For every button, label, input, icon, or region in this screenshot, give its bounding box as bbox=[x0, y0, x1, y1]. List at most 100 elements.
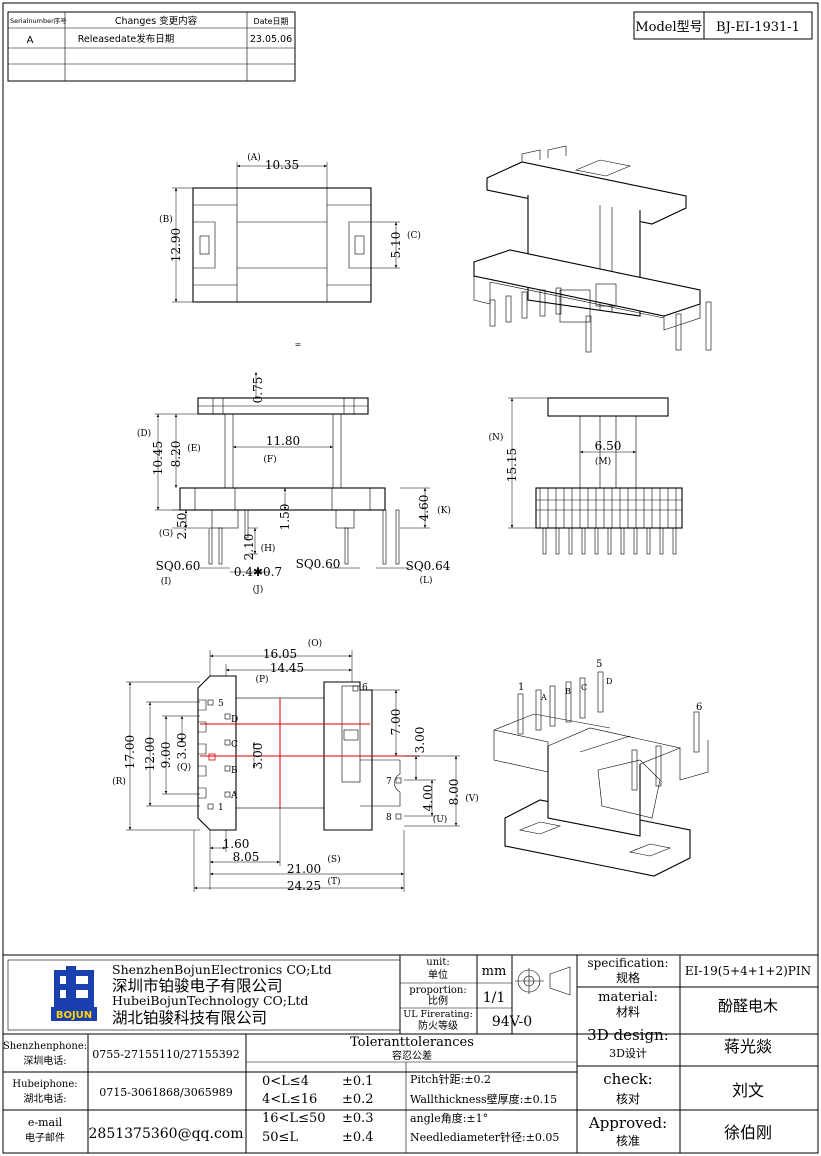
tolerance-range: 16<L≤50 bbox=[262, 1111, 326, 1126]
unit-label: unit: bbox=[426, 957, 449, 968]
company-cn-1: 深圳市铂骏电子有限公司 bbox=[112, 977, 283, 995]
dim-r-label: (R) bbox=[112, 776, 126, 787]
side-view: (N) 15.15 6.50 (M) bbox=[489, 397, 683, 555]
hb-phone-label-cn: 湖北电话: bbox=[23, 1092, 66, 1105]
spec-label: specification: bbox=[587, 956, 668, 970]
pin-label-d: D bbox=[231, 715, 238, 725]
top-view: (A) 10.35 (B) 12.90 5.10 (C) bbox=[159, 152, 421, 303]
dim-b-label: (B) bbox=[159, 214, 173, 225]
design-label-cn: 3D设计 bbox=[609, 1047, 647, 1060]
dim-g-value: 2.50 bbox=[175, 513, 189, 540]
sz-phone-label: Shenzhenphone: bbox=[3, 1041, 87, 1052]
dim-j-label: (J) bbox=[253, 584, 264, 595]
tolerance-value: ±0.3 bbox=[342, 1111, 374, 1126]
dim-s-label: (S) bbox=[327, 854, 340, 865]
dim-f-label: (F) bbox=[263, 454, 276, 465]
tolerance-range: 0<L≤4 bbox=[262, 1074, 309, 1089]
isometric-view-top bbox=[473, 145, 712, 353]
dim-v-value: 8.00 bbox=[447, 779, 461, 806]
sz-phone-label-cn: 深圳电话: bbox=[23, 1054, 66, 1067]
title-block: BOJUN ShenzhenBojunElectronics CO;Ltd 深圳… bbox=[2, 954, 819, 1154]
material-label-cn: 材料 bbox=[616, 1005, 640, 1019]
dim-k-label: (K) bbox=[437, 505, 451, 516]
dim-3c-value: 3.00 bbox=[413, 727, 427, 754]
dim-e-value: 8.20 bbox=[169, 441, 183, 468]
pin-label-1: 1 bbox=[218, 803, 224, 813]
tolerance-value: ±0.1 bbox=[342, 1074, 374, 1089]
approved-value: 徐伯刚 bbox=[724, 1123, 772, 1142]
tolerance-range: 4<L≤16 bbox=[262, 1092, 317, 1107]
model-box: Model型号 BJ-EI-1931-1 bbox=[633, 11, 813, 40]
dim-q-label: (Q) bbox=[177, 762, 191, 773]
dim-n-label: (N) bbox=[489, 432, 504, 443]
dim-u-label: (U) bbox=[433, 814, 448, 825]
revision-header-changes: Changes 变更内容 bbox=[115, 15, 198, 27]
check-label-cn: 核对 bbox=[616, 1092, 640, 1106]
revision-row-serial: A bbox=[27, 35, 34, 46]
bottom-view: 5 D C B A 1 6 7 8 (O) 16.05 14.45 (P) 17… bbox=[112, 638, 479, 893]
proportion-label: proportion: bbox=[409, 985, 466, 996]
iso-pin-1: 1 bbox=[518, 682, 524, 693]
dim-t-value: 24.25 bbox=[287, 879, 321, 893]
front-view: 0.75 (D) 10.45 8.20 (E) 11.80 (F) (G) 2.… bbox=[137, 372, 451, 595]
dim-h-value: 2.10 bbox=[242, 534, 256, 561]
dim-3a-value: 3.00 bbox=[175, 733, 189, 760]
dim-mid-value: 1.50 bbox=[278, 504, 292, 531]
dim-a-label: (A) bbox=[247, 152, 261, 163]
design-value: 蒋光燚 bbox=[724, 1037, 772, 1056]
email-label-cn: 电子邮件 bbox=[25, 1131, 65, 1144]
angle-tolerance: angle角度:±1° bbox=[410, 1111, 488, 1125]
dim-g-label: (G) bbox=[159, 528, 173, 539]
revision-row-change: Releasedate发布日期 bbox=[78, 33, 175, 45]
dim-d-label: (D) bbox=[137, 428, 151, 439]
tolerance-value: ±0.2 bbox=[342, 1092, 374, 1107]
dim-i-label: (I) bbox=[161, 576, 172, 587]
revision-header-serial: Serialnumber序号 bbox=[10, 16, 67, 25]
dim-e-label: (E) bbox=[187, 443, 201, 454]
hb-phone: 0715-3061868/3065989 bbox=[99, 1086, 232, 1099]
tolerance-range: 50≤L bbox=[262, 1130, 298, 1145]
tolerance-title: Toleranttolerances bbox=[350, 1035, 474, 1050]
iso-pin-c: C bbox=[581, 683, 587, 692]
dim-d-value: 10.45 bbox=[151, 441, 165, 475]
dim-s-value: 21.00 bbox=[287, 862, 321, 876]
email-label: e-mail bbox=[28, 1116, 63, 1129]
material-label: material: bbox=[598, 990, 658, 1005]
unit-label-cn: 单位 bbox=[428, 968, 448, 981]
company-en-2: HubeiBojunTechnology CO;Ltd bbox=[112, 993, 308, 1008]
dim-l-label: (L) bbox=[420, 575, 433, 586]
dim-p-value: 14.45 bbox=[270, 661, 304, 675]
pin-label-a: A bbox=[230, 791, 238, 801]
check-value: 刘文 bbox=[732, 1081, 764, 1100]
spec-value: EI-19(5+4+1+2)PIN bbox=[685, 964, 811, 978]
pin-label-8: 8 bbox=[386, 813, 392, 823]
iso-pin-d: D bbox=[606, 677, 612, 686]
ul-label-cn: 防火等级 bbox=[418, 1019, 458, 1032]
dim-160-value: 1.60 bbox=[223, 837, 250, 851]
tolerance-value: ±0.4 bbox=[342, 1130, 374, 1145]
dim-c-label: (C) bbox=[407, 230, 421, 241]
dim-r-value: 17.00 bbox=[123, 735, 137, 769]
pitch-tolerance: Pitch针距:±0.2 bbox=[410, 1072, 491, 1086]
dim-12-value: 12.00 bbox=[143, 737, 157, 771]
wall-tolerance: Wallthickness壁厚度:±0.15 bbox=[410, 1092, 557, 1106]
dim-805-value: 8.05 bbox=[233, 850, 260, 864]
sz-phone: 0755-27155110/27155392 bbox=[92, 1048, 239, 1061]
logo-text: BOJUN bbox=[56, 1010, 92, 1021]
dim-v-label: (V) bbox=[465, 793, 479, 804]
pin-label-5: 5 bbox=[218, 699, 224, 709]
dim-n-value: 15.15 bbox=[505, 448, 519, 482]
iso-pin-b: B bbox=[565, 687, 571, 696]
model-label: Model型号 bbox=[635, 20, 702, 35]
unit-value: mm bbox=[482, 964, 507, 979]
projection-symbol bbox=[515, 966, 571, 996]
dim-7-value: 7.00 bbox=[389, 709, 403, 736]
dim-k-value: 4.60 bbox=[417, 495, 431, 522]
model-value: BJ-EI-1931-1 bbox=[716, 20, 800, 35]
isometric-view-bottom: 1 5 6 A B C D bbox=[493, 659, 709, 877]
dim-a-value: 10.35 bbox=[265, 158, 299, 172]
revision-table: Serialnumber序号 Changes 变更内容 Date日期 A Rel… bbox=[7, 11, 296, 82]
proportion-label-cn: 比例 bbox=[428, 994, 448, 1007]
dim-m-label: (M) bbox=[595, 456, 611, 467]
